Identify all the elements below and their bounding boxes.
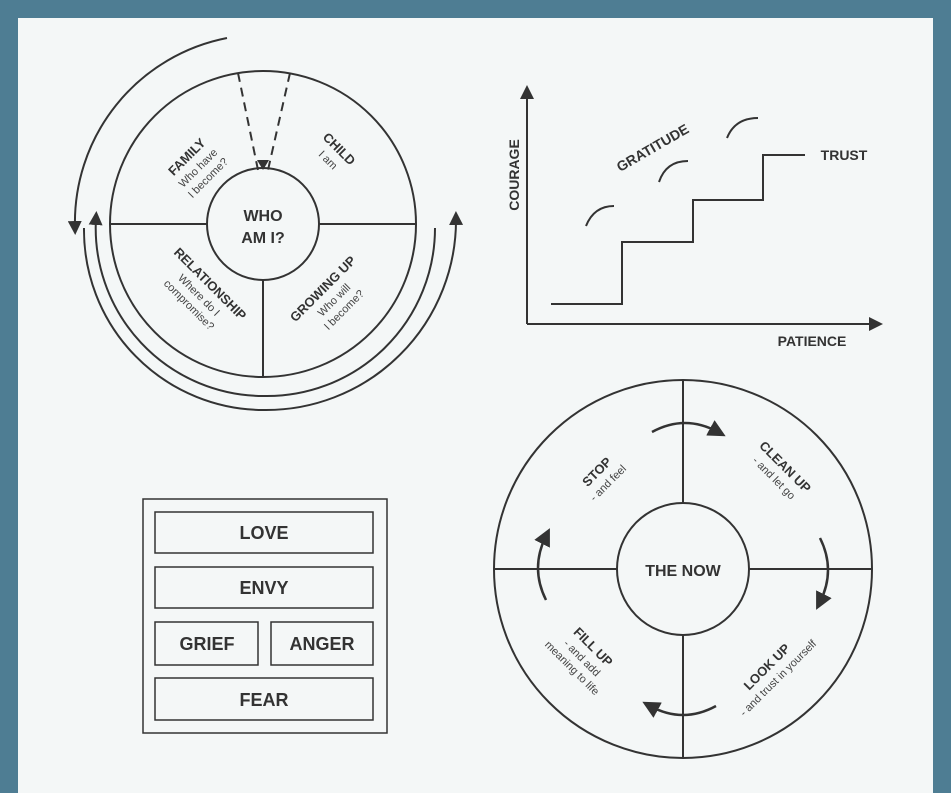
- anger-box: [270, 621, 374, 666]
- love-label: LOVE: [239, 523, 288, 543]
- who-am-i-wheel: [67, 37, 464, 412]
- fill-up-quadrant-label: FILL UP - and add meaning to life: [542, 624, 616, 698]
- outer-arc-bottom: [82, 211, 464, 412]
- fear-label: FEAR: [240, 690, 289, 710]
- now-center-label: THE NOW: [645, 563, 721, 580]
- love-box: [154, 511, 374, 554]
- gratitude-label: GRATITUDE: [614, 121, 692, 175]
- now-arrow-top: [651, 420, 726, 437]
- anger-label: ANGER: [289, 634, 354, 654]
- dashed-arrow-head: [257, 160, 269, 170]
- now-arrow-right: [816, 537, 832, 610]
- trust-label: TRUST: [821, 147, 868, 163]
- inner-arc-bottom-right: [262, 227, 436, 398]
- dashed-line-left: [237, 72, 259, 171]
- family-segment-label: FAMILY Who have I become?: [165, 135, 231, 201]
- envy-box: [154, 566, 374, 609]
- grief-box: [154, 621, 259, 666]
- y-axis-label: COURAGE: [506, 139, 522, 211]
- relationship-segment-label: RELATIONSHIP Where do I compromise?: [161, 245, 250, 333]
- emotions-outer-border: [142, 498, 388, 734]
- step-arc-1: [585, 205, 615, 227]
- emotions-box: [142, 498, 388, 734]
- inner-arc-bottom-left: [88, 211, 264, 397]
- envy-label: ENVY: [239, 578, 288, 598]
- outer-arc-top-left: [67, 37, 228, 235]
- now-arrow-left: [534, 528, 550, 601]
- clean-up-quadrant-label: CLEAN UP - and let go: [750, 438, 814, 502]
- step-arc-3: [726, 117, 759, 139]
- the-now-wheel: [493, 379, 873, 759]
- step-arc-2: [658, 160, 689, 183]
- fear-box: [154, 677, 374, 721]
- dashed-line-right: [267, 72, 291, 171]
- look-up-quadrant-label: LOOK UP - and trust in yourself: [738, 637, 820, 719]
- wheel-center-line1: WHO: [243, 208, 282, 225]
- wheel-center-line2: AM I?: [241, 230, 285, 247]
- staircase-chart: [520, 85, 883, 331]
- now-arrow-bottom: [642, 701, 717, 718]
- grief-label: GRIEF: [179, 634, 234, 654]
- x-axis-label: PATIENCE: [778, 333, 847, 349]
- staircase-line: [551, 154, 805, 305]
- stop-quadrant-label: STOP - and feel: [579, 454, 629, 504]
- canvas-frame: [18, 18, 933, 793]
- child-segment-label: CHILD I am: [316, 129, 359, 172]
